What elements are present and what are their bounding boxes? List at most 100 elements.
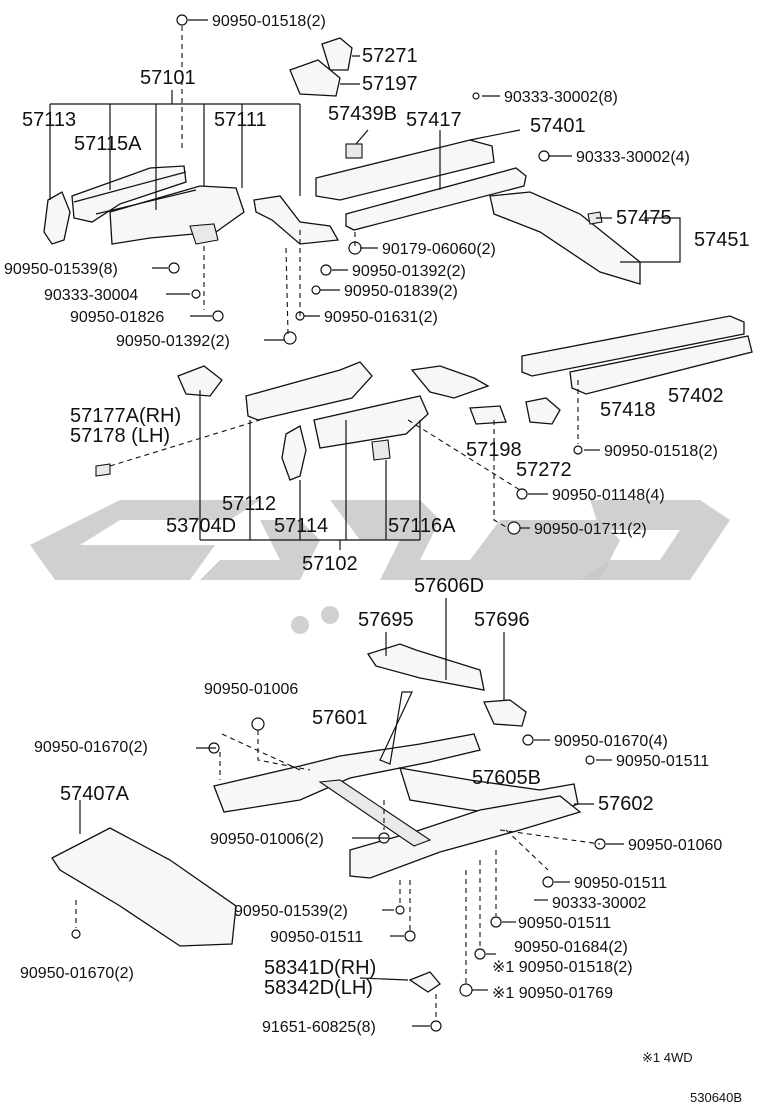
label-57696: 57696	[474, 609, 530, 631]
part-57439B-shape	[345, 143, 363, 159]
part-57402-shape	[569, 335, 753, 395]
label-57113: 57113	[22, 109, 76, 131]
label-57101: 57101	[140, 67, 196, 89]
part-57602-shape	[349, 795, 582, 879]
part-57401-group	[315, 139, 641, 285]
part-57114-shape	[281, 425, 307, 481]
part-53704D-shape	[371, 439, 391, 461]
label-57178: 57178 (LH)	[70, 425, 170, 447]
label-57418: 57418	[600, 399, 656, 421]
label-90950-01631-2: 90950-01631(2)	[324, 309, 438, 326]
part-58341D-group	[408, 971, 441, 993]
label-57475: 57475	[616, 207, 672, 229]
part-57116A-shape	[313, 395, 429, 449]
fasteners	[71, 14, 606, 1032]
label-90950-01826: 90950-01826	[70, 309, 164, 326]
label-57272: 57272	[516, 459, 572, 481]
part-57601-shape	[213, 733, 481, 813]
label-90950-01670-2-bottom: 90950-01670(2)	[20, 965, 134, 982]
part-57407A-shape	[51, 827, 237, 947]
figure-code: 530640B	[690, 1090, 742, 1105]
label-58341D: 58341D(RH)	[264, 957, 376, 979]
part-57272b-shape	[525, 397, 561, 425]
label-57417: 57417	[406, 109, 462, 131]
label-90950-01670-2-left: 90950-01670(2)	[34, 739, 148, 756]
label-57198: 57198	[466, 439, 522, 461]
part-57113-shape	[43, 191, 71, 245]
part-58341D-shape	[408, 971, 441, 993]
label-90333-30002: 90333-30002	[552, 895, 646, 912]
label-91651-60825-8: 91651-60825(8)	[262, 1019, 376, 1036]
part-57177A-clip	[95, 463, 111, 477]
part-57475-shape	[587, 211, 603, 225]
label-57111: 57111	[214, 109, 267, 131]
label-90950-01511-d: 90950-01511	[270, 929, 363, 946]
label-90179-06060-2: 90179-06060(2)	[382, 241, 496, 258]
label-57177A: 57177A(RH)	[70, 405, 181, 427]
part-57198-shape	[410, 365, 490, 399]
label-90950-01060: 90950-01060	[628, 837, 722, 854]
label-90950-01769: ※1 90950-01769	[492, 985, 613, 1002]
label-90950-01148-4: 90950-01148(4)	[552, 487, 665, 504]
part-57101-group	[43, 165, 245, 245]
label-90950-01392-2-b: 90950-01392(2)	[116, 333, 230, 350]
label-57102: 57102	[302, 553, 358, 575]
part-57601-crossbar	[318, 779, 432, 847]
label-57114: 57114	[274, 515, 328, 537]
part-57407A-group	[51, 827, 237, 947]
label-57602: 57602	[598, 793, 654, 815]
part-57402-group	[521, 315, 753, 395]
label-90950-01539-2: 90950-01539(2)	[234, 903, 348, 920]
part-57696-shape	[483, 699, 527, 727]
part-57271-57197-group	[289, 37, 353, 97]
footnote-4wd: ※1 4WD	[642, 1050, 693, 1065]
label-90333-30002-8: 90333-30002(8)	[504, 89, 618, 106]
label-90950-01511-c: 90950-01511	[518, 915, 611, 932]
part-57111-brace	[189, 223, 219, 245]
label-90333-30002-4: 90333-30002(4)	[576, 149, 690, 166]
label-57401: 57401	[530, 115, 586, 137]
label-57606D: 57606D	[414, 575, 484, 597]
label-57695: 57695	[358, 609, 414, 631]
part-57606D-group	[366, 643, 527, 727]
label-57402: 57402	[668, 385, 724, 407]
part-57112-shape	[245, 361, 373, 421]
part-57272-shape	[469, 405, 507, 425]
part-57417-shape	[345, 167, 527, 231]
part-57197-curve	[253, 195, 340, 245]
label-90950-01711-2: 90950-01711(2)	[534, 521, 647, 538]
label-90950-01392-2-a: 90950-01392(2)	[352, 263, 466, 280]
label-53704D: 53704D	[166, 515, 236, 537]
label-57605B: 57605B	[472, 767, 541, 789]
label-90950-01839-2: 90950-01839(2)	[344, 283, 458, 300]
part-57601-frame	[213, 733, 582, 879]
label-90950-01518-2-low: ※1 90950-01518(2)	[492, 959, 633, 976]
label-90950-01518-2-top: 90950-01518(2)	[212, 13, 326, 30]
part-57451-shape	[489, 191, 641, 285]
part-57695-shape	[366, 643, 485, 691]
label-90950-01539-8: 90950-01539(8)	[4, 261, 118, 278]
label-57197: 57197	[362, 73, 418, 95]
label-57112: 57112	[222, 493, 276, 515]
label-90950-01006: 90950-01006	[204, 681, 298, 698]
label-90950-01670-4: 90950-01670(4)	[554, 733, 668, 750]
label-57115A: 57115A	[74, 133, 142, 155]
label-57271: 57271	[362, 45, 418, 67]
part-57177A-shape	[177, 365, 223, 397]
label-90950-01006-2: 90950-01006(2)	[210, 831, 324, 848]
label-90333-30004: 90333-30004	[44, 287, 138, 304]
leader-lines	[49, 19, 681, 1027]
label-90950-01684-2: 90950-01684(2)	[514, 939, 628, 956]
label-57451: 57451	[694, 229, 750, 251]
label-90950-01511-b: 90950-01511	[574, 875, 667, 892]
part-labels: 90950-01518(2) 57271 57197 57101 57113 5…	[4, 13, 750, 1105]
label-58342D: 58342D(LH)	[264, 977, 373, 999]
label-57439B: 57439B	[328, 103, 397, 125]
label-57116A: 57116A	[388, 515, 456, 537]
part-57418-shape	[521, 315, 745, 377]
part-57197-shape	[289, 59, 341, 97]
part-57102-group	[95, 361, 561, 481]
watermark-logo	[30, 500, 730, 634]
label-57407A: 57407A	[60, 783, 130, 805]
